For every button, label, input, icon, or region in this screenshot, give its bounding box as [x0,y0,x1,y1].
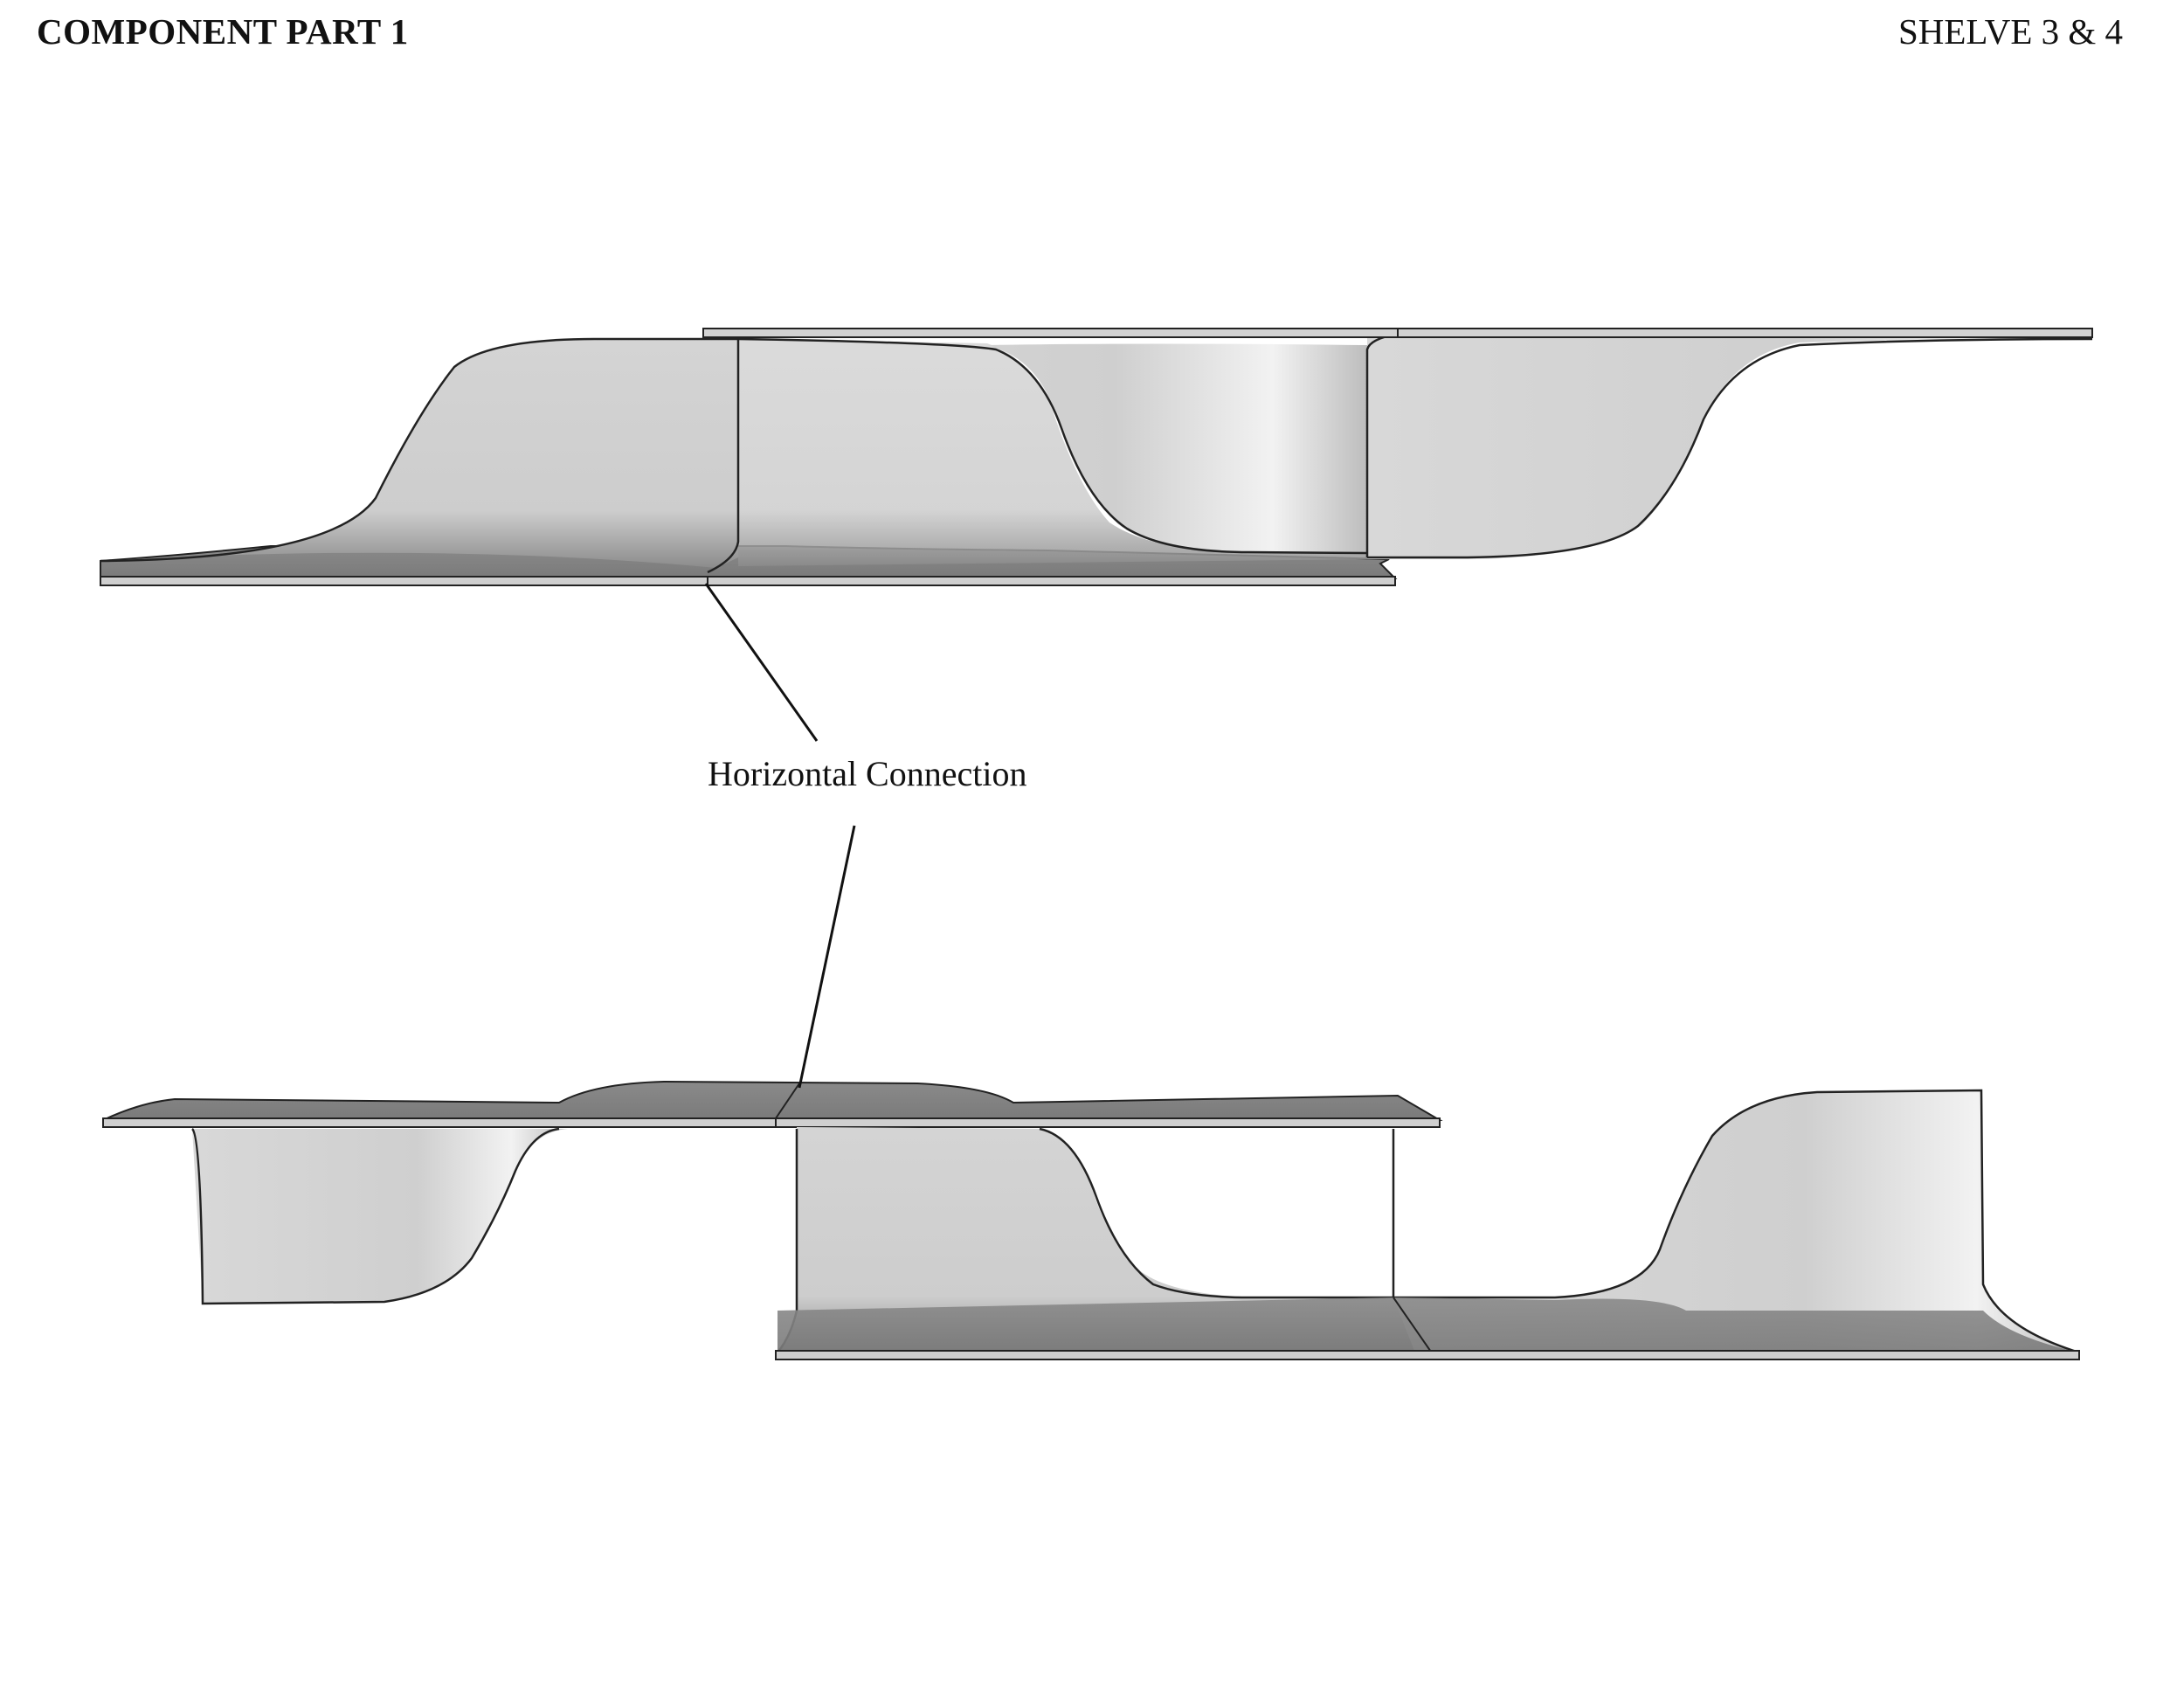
sheet-label: SHELVE 3 & 4 [1897,11,2123,52]
bottom-floor-plate-edge [775,1350,2080,1360]
leader-line-upper [704,583,819,742]
bottom-floor-surface [778,1297,2079,1353]
top-left-wall-outline [100,337,738,563]
bottom-top-plate-edge [102,1117,1441,1128]
leader-line-lower [798,825,856,1089]
bottom-top-plate-seam [775,1083,800,1127]
top-right-wall-outline [1367,337,2093,559]
bottom-floor-seam [1393,1297,1434,1355]
bottom-assembly [102,1080,2080,1360]
bottom-top-plate-surface [102,1080,1443,1121]
top-assembly [100,328,2093,586]
top-left-curved-wall [100,339,738,568]
bottom-left-wall-outline [190,1127,560,1305]
top-right-wall [1367,330,2092,559]
horizontal-connection-callout [704,583,856,1089]
bottom-left-wall [192,1129,568,1304]
bottom-right-wall [1393,1090,2079,1353]
bottom-middle-wall-outline [1039,1127,1393,1299]
horizontal-connection-label: Horizontal Connection [708,754,1027,793]
top-lower-plate-edge [100,576,1396,586]
top-middle-wall [738,339,1367,553]
top-wall-seam-1 [707,339,740,574]
page-title: COMPONENT PART 1 [37,11,409,52]
top-middle-wall-fill [738,339,1367,566]
top-middle-wall-outline [737,337,1368,555]
bottom-middle-wall [778,1127,1415,1353]
bottom-right-wall-outline [1393,1089,2080,1354]
